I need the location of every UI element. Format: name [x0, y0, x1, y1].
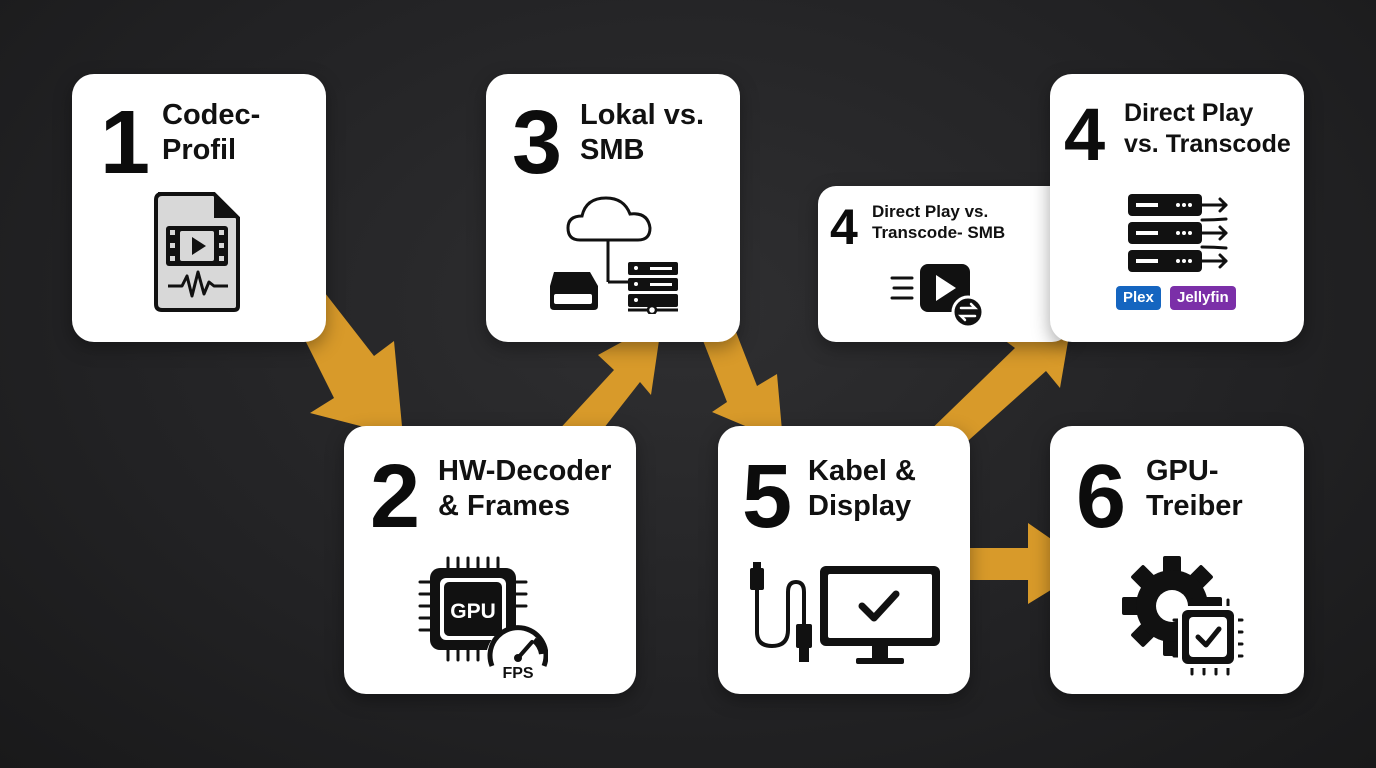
play-transcode-icon: [890, 264, 985, 328]
step-card-codec-profile: 1 Codec- Profil: [72, 74, 326, 342]
cable-monitor-check-icon: [750, 562, 940, 664]
step-title: Direct Play vs. Transcode- SMB: [872, 202, 1005, 243]
step-title-line1: GPU-: [1146, 455, 1219, 487]
step-number: 5: [742, 447, 793, 547]
fps-label: FPS: [502, 665, 533, 682]
gear-chip-check-icon: [1122, 556, 1244, 676]
step-title-line2: Display: [808, 490, 912, 523]
step-title-line1: Lokal vs.: [580, 99, 705, 131]
step-title-line2: SMB: [580, 134, 645, 167]
step-card-cable-display: 5 Kabel & Display: [718, 426, 970, 694]
cloud-storage-network-icon: [550, 196, 678, 314]
step-title: Lokal vs. SMB: [580, 98, 704, 169]
step-card-direct-play-smb: 4 Direct Play vs. Transcode- SMB: [818, 186, 1070, 342]
step-title-line2: Profil: [162, 134, 237, 167]
step-title-line1: Codec-: [162, 99, 261, 131]
step-number: 6: [1076, 447, 1127, 547]
video-file-icon: [154, 192, 240, 312]
jellyfin-badge: Jellyfin: [1170, 286, 1236, 310]
step-card-hw-decoder: 2 HW-Decoder & Frames GPU FPS: [344, 426, 636, 694]
step-number: 4: [1064, 93, 1106, 176]
step-title: Direct Play vs. Transcode: [1124, 98, 1291, 159]
step-title: GPU- Treiber: [1146, 454, 1243, 525]
gpu-chip-fps-icon: GPU FPS: [418, 556, 548, 682]
step-title-line2: Transcode- SMB: [872, 222, 1006, 242]
step-number: 4: [830, 199, 858, 255]
step-title-line2: & Frames: [438, 490, 571, 523]
step-number: 2: [370, 447, 421, 547]
platform-badges: Plex Jellyfin: [1116, 286, 1246, 310]
plex-badge: Plex: [1116, 286, 1161, 310]
step-card-gpu-driver: 6 GPU- Treiber: [1050, 426, 1304, 694]
step-number: 1: [100, 93, 151, 193]
step-title: HW-Decoder & Frames: [438, 454, 611, 525]
step-title-line1: Direct Play: [1124, 99, 1254, 127]
step-title-line1: HW-Decoder: [438, 455, 612, 487]
step-card-local-vs-smb: 3 Lokal vs. SMB: [486, 74, 740, 342]
step-card-direct-play-transcode: 4 Direct Play vs. Transcode Plex Jellyfi…: [1050, 74, 1304, 342]
step-title-line2: Treiber: [1146, 490, 1243, 523]
server-rack-icon: [1128, 194, 1228, 272]
gpu-label: GPU: [450, 600, 496, 623]
step-title-line2: vs. Transcode: [1124, 129, 1291, 158]
step-title: Codec- Profil: [162, 98, 260, 169]
step-title: Kabel & Display: [808, 454, 916, 525]
step-number: 3: [512, 93, 563, 193]
step-title-line1: Kabel &: [808, 455, 916, 487]
step-title-line1: Direct Play vs.: [872, 202, 989, 221]
